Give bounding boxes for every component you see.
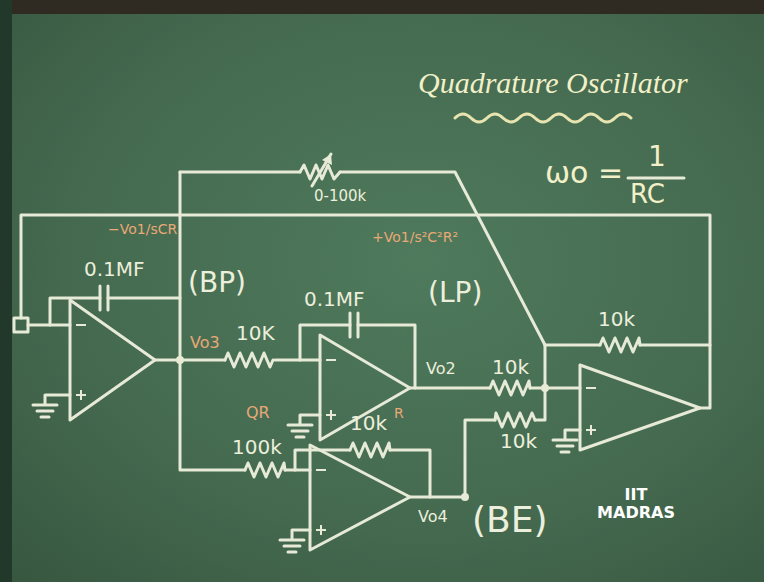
pin-sign [326,360,336,420]
wire [410,420,495,497]
wire [640,344,710,347]
resistor-symbol [350,443,390,457]
component-note: QR [246,404,270,422]
board-frame [0,0,764,14]
opamp-symbol [320,335,410,440]
wire [545,344,600,347]
pot-arrow [312,154,331,186]
wire [180,171,300,174]
resistor-symbol [490,381,530,395]
signal-name: Vo2 [426,360,456,378]
signal-name: Vo4 [418,508,448,526]
formula-text: ωo = [545,156,623,189]
wire [295,450,350,470]
component-value: 0.1MF [304,288,365,310]
signal-expression: −Vo1/sCR [108,222,177,237]
wire [535,345,545,420]
component-note: R [394,406,404,421]
wire [50,298,180,325]
board-edge [0,0,12,582]
component-value: 10k [500,430,537,452]
wire [155,359,225,362]
junction-dot [176,356,184,364]
opamp-symbol [310,445,410,550]
input-terminal [14,318,28,332]
wire [275,359,320,362]
component-value: 10K [236,322,275,344]
pin-sign [76,325,86,400]
opamp-symbol [70,300,155,420]
capacitor-symbol [350,313,358,337]
wire [180,172,245,470]
resistor-symbol [495,413,535,427]
wire [21,215,710,408]
ground-symbol [553,430,580,452]
formula-text: RC [630,180,665,209]
resistor-symbol [245,463,285,477]
wires [14,114,710,552]
junction-dots [176,356,549,501]
component-value: 10k [598,308,635,330]
ground-symbol [288,415,320,437]
heading: Quadrature Oscillator [418,66,688,100]
wire [285,469,310,472]
pin-sign [316,470,326,535]
resistor-symbol [225,353,273,367]
resistor-symbol [600,338,640,352]
ground-symbol [33,395,70,417]
pin-sign [586,388,596,435]
junction-dot [541,384,549,392]
formula-text: 1 [648,142,666,173]
stage-name: (BP) [188,268,246,299]
stage-name: (LP) [428,278,482,309]
capacitor-symbol [100,286,108,310]
wire [530,387,580,390]
component-value: 100k [232,436,282,458]
stage-name: (BE) [472,500,548,540]
wire [410,387,490,390]
wire [340,172,545,345]
signal-name: Vo3 [190,334,220,352]
watermark: IIT MADRAS [588,486,684,521]
component-value: 0.1MF [84,258,145,280]
junction-dot [461,493,469,501]
wavy-underline [455,114,631,122]
signal-expression: +Vo1/s²C²R² [372,230,458,245]
component-value: 10k [350,412,387,434]
opamp-symbol [580,365,700,450]
pot-arrowhead [322,154,332,165]
component-value: 10k [492,356,529,378]
ground-symbol [280,530,310,552]
wire [390,450,430,497]
component-value: 0-100k [314,188,366,205]
